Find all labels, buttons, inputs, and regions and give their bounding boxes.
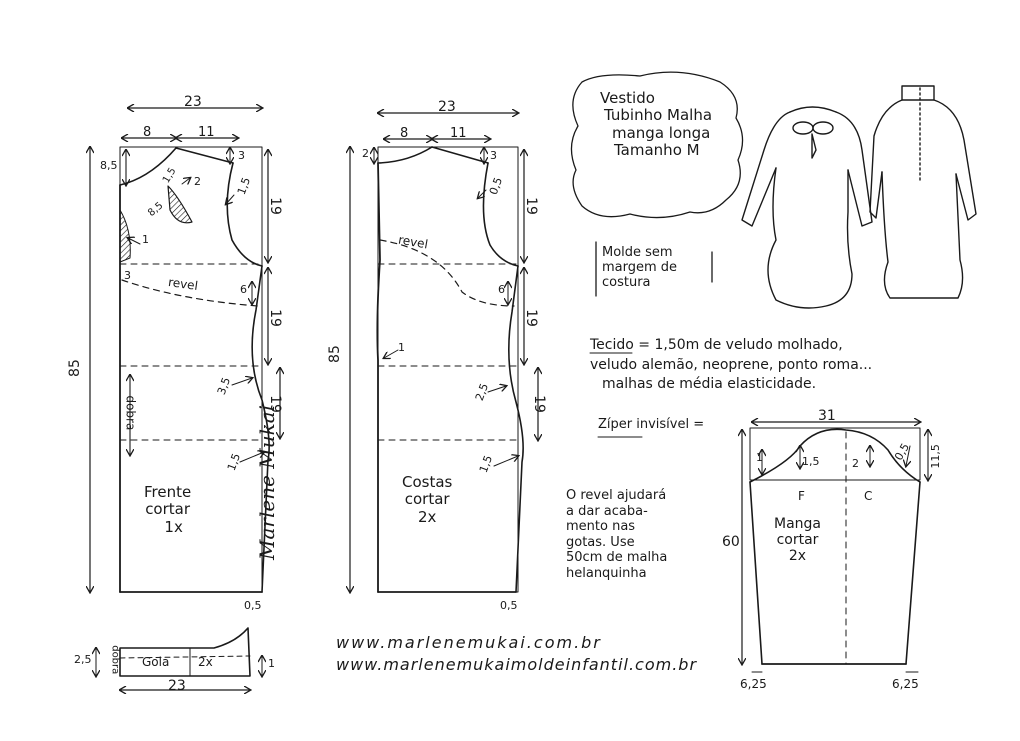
fabric-note: Tecido = 1,50m de veludo molhado, veludo… xyxy=(590,337,873,393)
sleeve-back-mark: C xyxy=(864,489,873,503)
collar-label: Gola xyxy=(142,655,170,669)
front-dobra: dobra xyxy=(123,395,138,431)
front-hem-up: 0,5 xyxy=(244,599,262,612)
front-label: Frente cortar 1x xyxy=(144,483,192,536)
collar-dobra: dobra xyxy=(109,645,121,675)
back-shoulder xyxy=(431,146,489,164)
back-center-1: 1 xyxy=(398,341,405,354)
front-length: 85 xyxy=(66,359,83,377)
front-waist-h: 19 xyxy=(266,309,283,327)
back-hem-up: 0,5 xyxy=(500,599,518,612)
sleeve-width: 31 xyxy=(818,408,836,424)
website-1: www.marlenemukai.com.br xyxy=(336,633,602,652)
front-armhole-h: 19 xyxy=(266,197,283,215)
front-arm-1: 1 xyxy=(142,233,149,246)
title-cloud xyxy=(570,71,744,219)
front-neckdrop: 8,5 xyxy=(100,159,118,172)
front-revel-hatch xyxy=(119,209,131,263)
back-center-line xyxy=(376,162,381,593)
website-2: www.marlenemukaimoldeinfantil.com.br xyxy=(336,655,698,674)
back-neckdrop: 2 xyxy=(362,147,369,160)
front-side-6: 6 xyxy=(240,283,247,296)
back-revel-line xyxy=(379,239,515,307)
front-shoulder-drop: 3 xyxy=(238,149,245,162)
back-shoulder-width: 11 xyxy=(450,126,467,141)
back-width-total: 23 xyxy=(438,99,456,115)
sleeve-hem-right: 6,25 xyxy=(892,677,919,691)
back-side-seam xyxy=(508,265,524,593)
front-keyhole xyxy=(167,185,193,224)
front-width-total: 23 xyxy=(184,94,202,110)
back-piece xyxy=(350,113,538,592)
front-armhole xyxy=(226,162,263,267)
collar-outline xyxy=(119,627,251,677)
sleeve-label: Manga cortar 2x xyxy=(774,516,821,565)
pattern-title: Vestido Tubinho Malha manga longa Tamanh… xyxy=(600,89,713,159)
sleeve-cap xyxy=(749,428,921,483)
front-keyhole-b: 2 xyxy=(194,175,201,188)
sleeve-underarm-left xyxy=(749,481,763,665)
front-shoulder-width: 11 xyxy=(198,125,215,140)
front-piece xyxy=(90,108,280,592)
back-neck-width: 8 xyxy=(400,126,409,141)
collar-height: 2,5 xyxy=(74,653,92,666)
front-side-3: 3 xyxy=(124,269,131,282)
back-shoulder-drop: 3 xyxy=(490,149,497,162)
back-waist-h: 19 xyxy=(522,309,539,327)
sleeve-guide-rect xyxy=(749,427,921,481)
seam-note: Molde sem margem de costura xyxy=(602,245,678,290)
collar-count: 2x xyxy=(198,655,213,669)
sleeve-v2: 2 xyxy=(852,457,859,470)
front-revel-line xyxy=(121,279,259,307)
designer-signature: Marlene Mukai xyxy=(255,404,279,560)
sleeve-piece xyxy=(742,422,928,673)
front-side-seam xyxy=(251,265,270,593)
zipper-note: Zíper invisível = xyxy=(598,417,705,432)
collar-side: 1 xyxy=(268,657,275,670)
back-armhole-h: 19 xyxy=(522,197,539,215)
sleeve-front-mark: F xyxy=(798,489,805,503)
front-shoulder xyxy=(175,147,234,164)
sleeve-v15: 1,5 xyxy=(802,455,820,468)
sleeve-cap-height: 11,5 xyxy=(928,444,942,469)
front-neck-width: 8 xyxy=(143,125,152,140)
back-neckline xyxy=(377,146,433,164)
back-hip-h: 19 xyxy=(530,395,547,413)
sleeve-hem-left: 6,25 xyxy=(740,677,767,691)
back-label: Costas cortar 2x xyxy=(402,473,453,526)
back-armhole xyxy=(482,162,519,267)
sleeve-length: 60 xyxy=(722,534,740,550)
collar-width: 23 xyxy=(168,678,186,694)
revel-note: O revel ajudará a dar acaba- mento nas g… xyxy=(566,488,668,581)
collar-piece xyxy=(96,627,262,690)
back-side-6: 6 xyxy=(498,283,505,296)
dress-sketch xyxy=(741,85,977,309)
sleeve-underarm-right xyxy=(905,481,921,665)
sleeve-v1: 1 xyxy=(756,451,763,464)
back-length: 85 xyxy=(326,345,343,363)
